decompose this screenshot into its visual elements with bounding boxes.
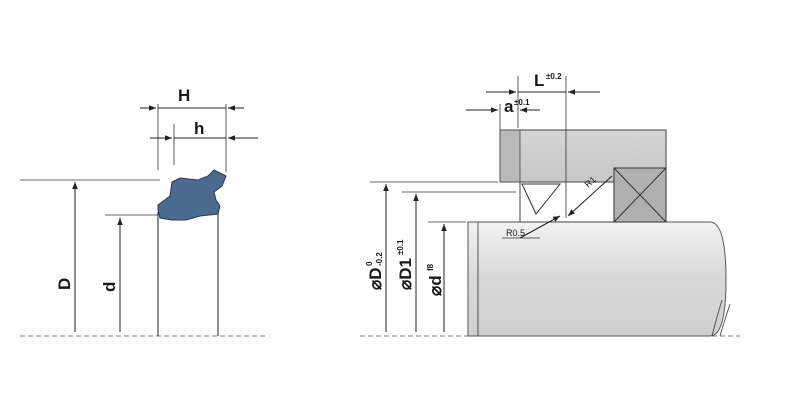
phid-label-group: ⌀d f8	[426, 263, 445, 296]
label-R05: R0.5	[506, 228, 525, 238]
rod-break-line-2	[719, 303, 731, 337]
label-L: L	[534, 71, 544, 90]
label-d: d	[100, 282, 119, 292]
R05-leader	[519, 215, 561, 239]
rod-break-line-1	[711, 299, 723, 337]
label-a-tolerance: ±0.1	[514, 98, 530, 107]
seal-in-groove	[521, 183, 562, 215]
seal-profile	[157, 169, 227, 221]
label-D: D	[55, 278, 74, 290]
housing-chamfer	[499, 129, 521, 183]
square-ring-diag-2	[613, 167, 667, 223]
label-a: a	[504, 97, 514, 116]
label-L-tolerance: ±0.2	[546, 72, 562, 81]
label-phiD1: ⌀D1	[396, 258, 415, 290]
left-seal-view: H h D d	[20, 86, 265, 337]
R1-leader	[567, 175, 613, 217]
rod-body	[467, 221, 727, 337]
label-phid: ⌀d	[426, 275, 445, 296]
label-phiD-tol-upper: 0	[365, 261, 374, 266]
label-h: h	[194, 119, 204, 138]
phiD1-label-group: ⌀D1 ±0.1	[396, 239, 415, 290]
label-phid-tolerance: f8	[426, 263, 435, 271]
label-phiD1-tolerance: ±0.1	[396, 239, 405, 255]
label-H: H	[178, 86, 190, 105]
label-phiD: ⌀D	[366, 267, 385, 290]
right-assembly-view: L ±0.2 a ±0.1 R1 R0.5 ⌀D 0 -0.2 ⌀D1 ±0.1…	[360, 71, 740, 337]
phiD-label-group: ⌀D 0 -0.2	[365, 252, 385, 290]
label-phiD-tol-lower: -0.2	[375, 252, 384, 266]
